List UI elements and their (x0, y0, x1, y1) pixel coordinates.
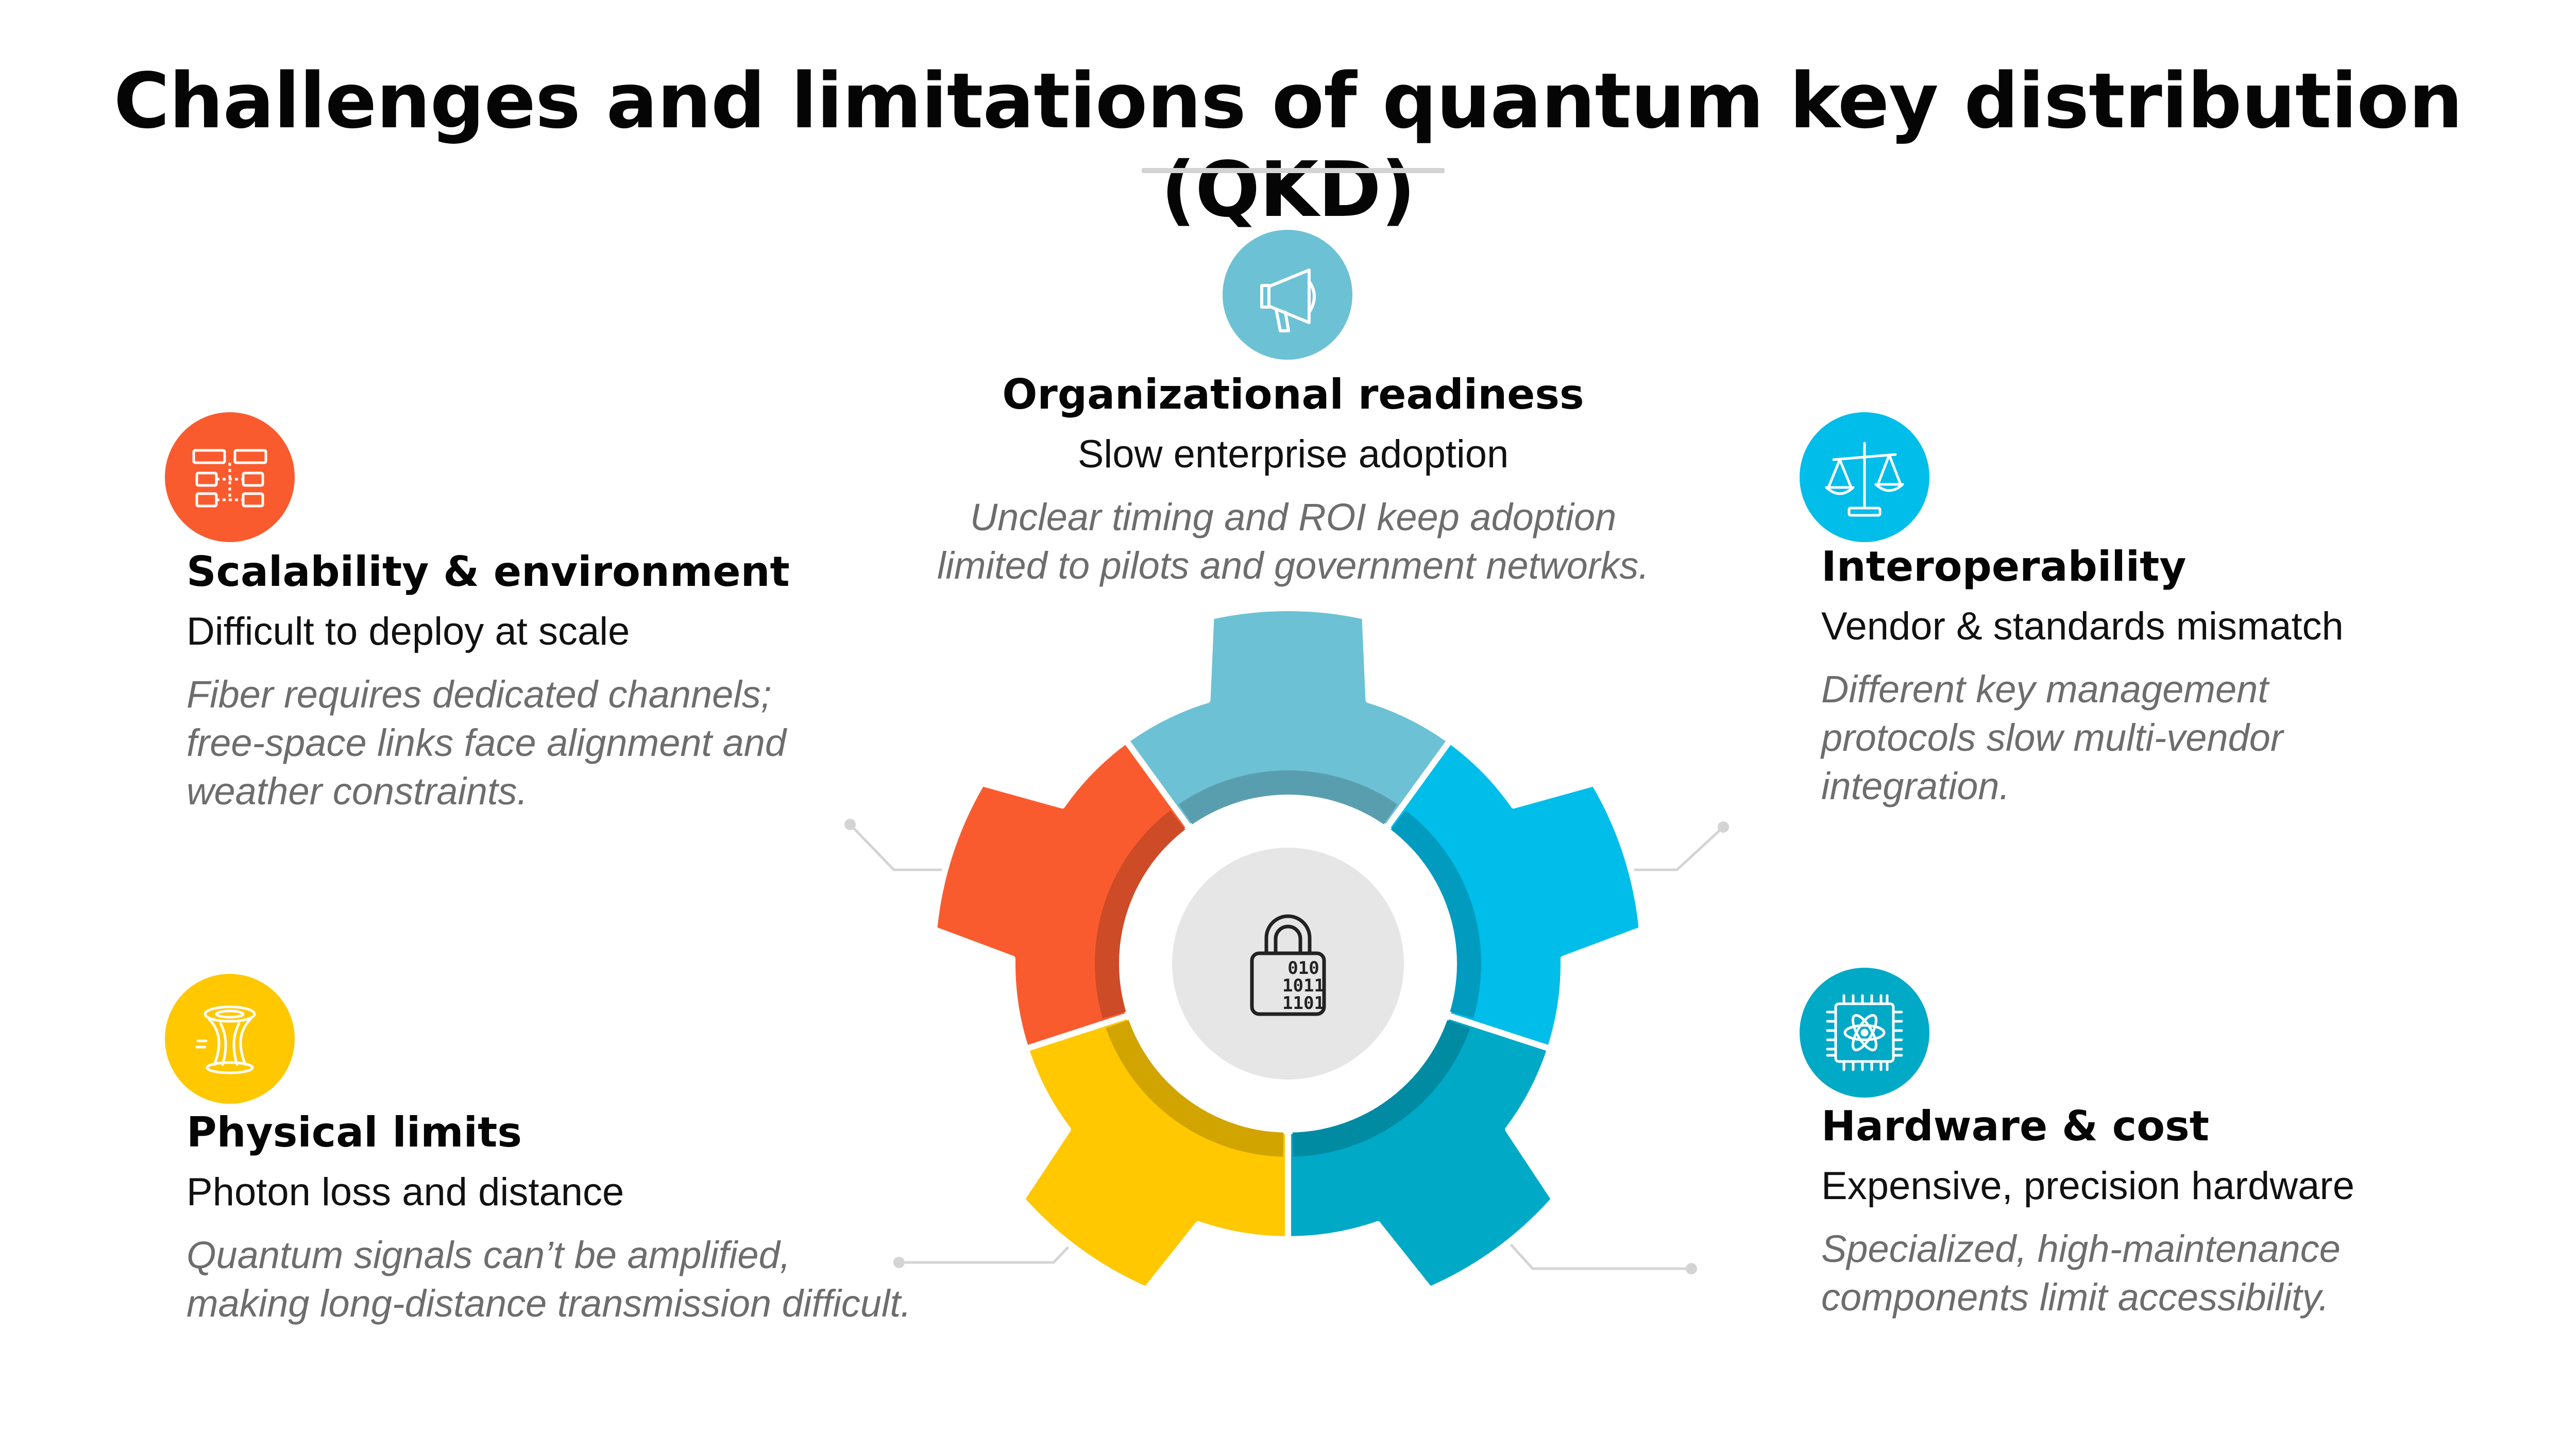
lock-binary-digits: 010 (1287, 958, 1319, 979)
binary-lock-icon (1250, 914, 1326, 1016)
hub-circle (1172, 848, 1404, 1080)
hardware-cost-heading: Hardware & cost (1821, 1102, 2209, 1150)
interoperability-subheading: Vendor & standards mismatch (1821, 604, 2344, 648)
balance-scale-icon (1800, 412, 1929, 542)
segment-organizational-readiness-inner-band (1178, 770, 1398, 826)
lock-binary-digits: 1101 (1282, 993, 1325, 1014)
title-underline (1142, 168, 1445, 173)
physical-limits-subheading: Photon loss and distance (187, 1170, 624, 1214)
interoperability-description: Different key management protocols slow … (1821, 668, 2283, 808)
org-readiness-block: Organizational readiness Slow enterprise… (876, 370, 1710, 590)
connector-interop-dot (1718, 821, 1729, 833)
megaphone-icon (1223, 230, 1352, 360)
connector-scalability-dot (844, 819, 856, 830)
org-readiness-heading: Organizational readiness (1002, 370, 1584, 418)
segment-hardware-cost-inner-band (1292, 1019, 1470, 1157)
scalability-description: Fiber requires dedicated channels; free-… (187, 673, 787, 813)
scalability-heading: Scalability & environment (187, 548, 790, 596)
hardware-cost-description: Specialized, high-maintenance components… (1821, 1227, 2341, 1319)
scalability-block: Scalability & environment Difficult to d… (187, 547, 908, 816)
org-readiness-description: Unclear timing and ROI keep adoption lim… (937, 496, 1649, 587)
interoperability-heading: Interoperability (1821, 543, 2187, 591)
lock-binary-digits: 1011 (1282, 975, 1325, 996)
segment-scalability-inner-band (1095, 810, 1187, 1019)
connector-physical-dot (893, 1257, 905, 1268)
page-title: Challenges and limitations of quantum ke… (113, 57, 2463, 234)
physical-limits-block: Physical limits Photon loss and distance… (187, 1108, 1062, 1328)
physical-limits-heading: Physical limits (187, 1108, 522, 1156)
photon-beam-icon (165, 974, 295, 1104)
chip-atom-icon (1800, 968, 1929, 1098)
hardware-cost-subheading: Expensive, precision hardware (1821, 1164, 2354, 1208)
hardware-cost-block: Hardware & cost Expensive, precision har… (1821, 1102, 2543, 1322)
connector-hardware-dot (1686, 1263, 1697, 1274)
scalability-subheading: Difficult to deploy at scale (187, 610, 630, 653)
segment-interoperability-inner-band (1389, 810, 1482, 1019)
interoperability-block: Interoperability Vendor & standards mism… (1821, 542, 2543, 811)
network-blocks-icon (165, 412, 295, 542)
gear-segments (931, 605, 1645, 1293)
org-readiness-subheading: Slow enterprise adoption (1077, 432, 1509, 476)
segment-physical-limits-inner-band (1106, 1019, 1284, 1157)
physical-limits-description: Quantum signals can’t be amplified, maki… (187, 1234, 911, 1325)
